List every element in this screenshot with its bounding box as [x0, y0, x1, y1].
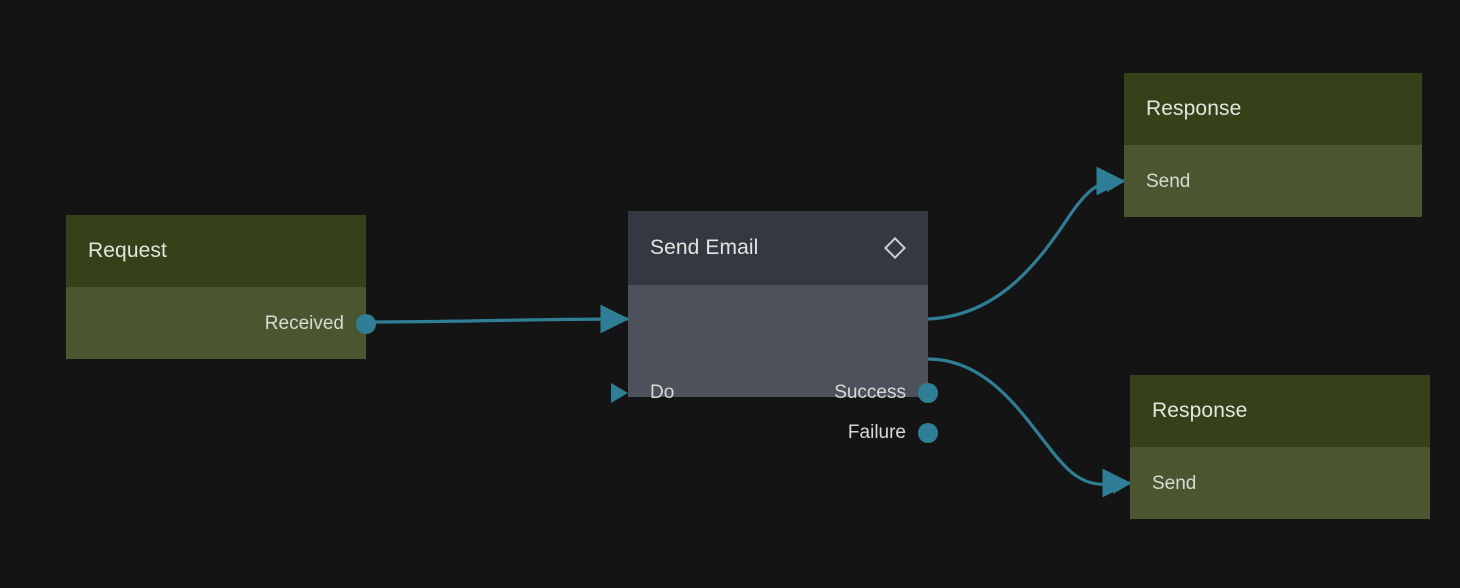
node-response-success-body: Send [1107, 145, 1422, 217]
port-label-success: Success [834, 382, 906, 403]
port-send-in[interactable] [1107, 172, 1124, 192]
port-row-received[interactable]: Received [66, 304, 366, 344]
edge-success-send[interactable] [926, 166, 1126, 321]
node-response-success[interactable]: Response Send [1107, 73, 1422, 217]
node-send-email-header: Send Email [628, 211, 928, 285]
port-label-failure: Failure [847, 422, 906, 443]
port-label-send: Send [1146, 171, 1191, 192]
node-response-failure-title: Response [1152, 399, 1248, 422]
port-label-do: Do [650, 382, 675, 403]
node-response-success-title: Response [1146, 97, 1242, 120]
node-response-failure-header: Response [1130, 375, 1430, 447]
port-label-send: Send [1152, 473, 1197, 494]
node-response-failure-body: Send [1113, 447, 1430, 519]
port-row-send[interactable]: Send [1124, 162, 1422, 202]
node-request-header: Request [66, 215, 366, 287]
diamond-icon [884, 237, 906, 259]
node-send-email[interactable]: Send Email Do Success Failure [611, 211, 938, 443]
node-response-failure[interactable]: Response Send [1113, 375, 1430, 519]
port-row-send[interactable]: Send [1130, 464, 1430, 504]
port-do-in[interactable] [611, 383, 628, 403]
port-received-out[interactable] [356, 314, 376, 334]
edge-received-do[interactable] [364, 304, 630, 334]
port-success-out[interactable] [918, 383, 938, 403]
node-send-email-body: Do Success Failure [611, 285, 938, 443]
node-request-title: Request [88, 239, 167, 262]
port-label-received: Received [264, 313, 344, 334]
edge-failure-send[interactable] [926, 357, 1132, 498]
node-request[interactable]: Request Received [66, 215, 376, 359]
port-row-success[interactable]: Success [628, 373, 928, 413]
port-row-do[interactable]: Do [628, 373, 928, 413]
port-send-in[interactable] [1113, 474, 1130, 494]
node-send-email-title: Send Email [650, 236, 759, 259]
node-request-body: Received [66, 287, 376, 359]
port-row-failure[interactable]: Failure [628, 413, 928, 453]
node-response-success-header: Response [1124, 73, 1422, 145]
port-failure-out[interactable] [918, 423, 938, 443]
